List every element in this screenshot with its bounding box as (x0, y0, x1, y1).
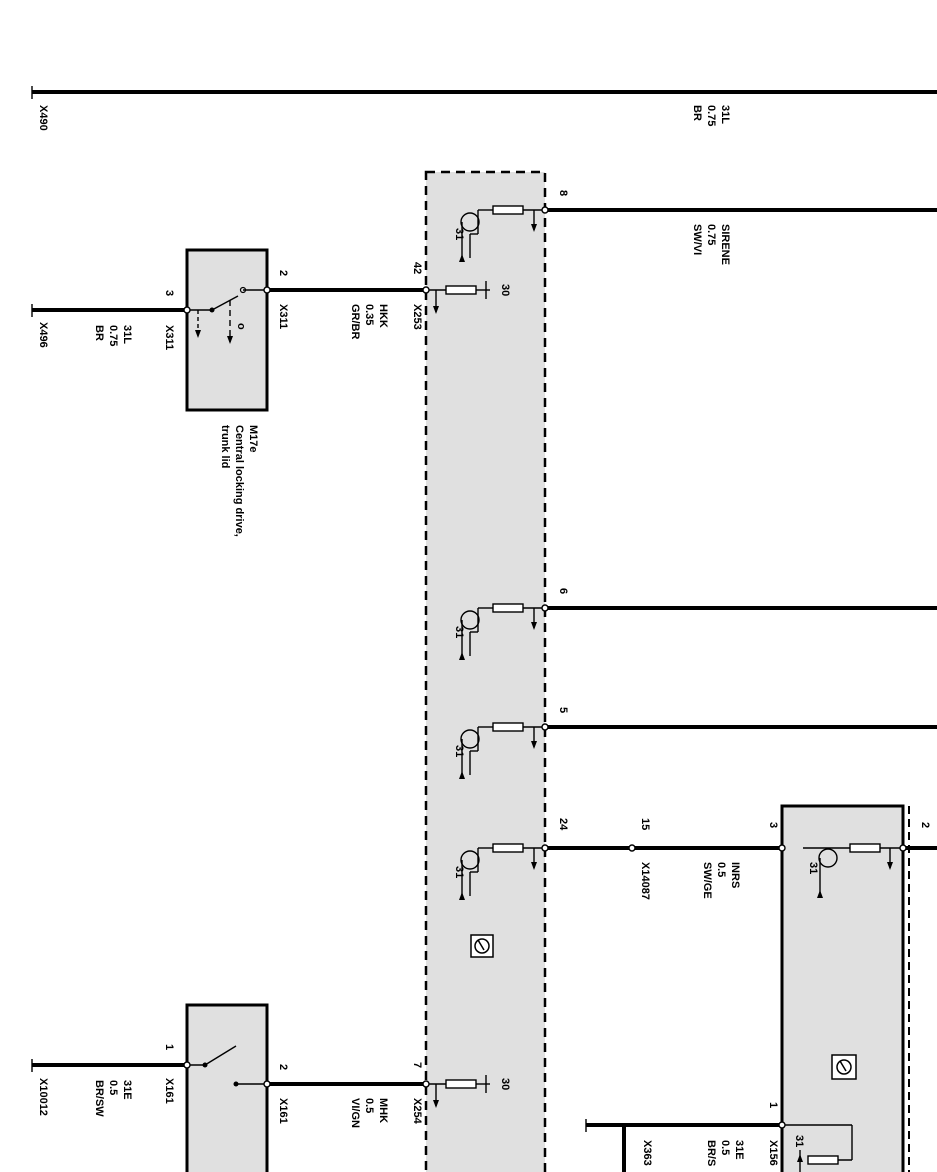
left-conn: X311 (163, 325, 175, 350)
left-wire-size: 0.75 (107, 325, 119, 346)
out6-pin: 6 (557, 588, 569, 594)
top-wire-size: 0.75 (705, 105, 717, 126)
mhk-pullup (426, 1075, 490, 1108)
mhk-pin: 7 (411, 1062, 423, 1068)
inrs-conn: X14087 (639, 862, 651, 900)
bottom-conn-gnd: X161 (163, 1078, 175, 1104)
m17e-desc-2: trunk lid (219, 425, 231, 468)
right-pin-out: 2 (919, 822, 931, 828)
right-ground-wire (585, 1119, 782, 1172)
right-conn: X156 (767, 1140, 779, 1166)
left-ground-id: X496 (37, 322, 49, 348)
sirene-signal: SIRENE (719, 224, 731, 265)
bottom-ground-id: X10012 (37, 1078, 49, 1116)
out5-gnd: 31 (453, 745, 465, 757)
m17e-component: o (31, 248, 426, 412)
control-unit-housing (424, 170, 547, 1172)
hkk-signal: HKK (377, 304, 389, 328)
inrs-size: 0.5 (715, 862, 727, 877)
left-pin-3: 3 (163, 290, 175, 296)
sirene-color: SW/VI (691, 224, 703, 255)
output-stage-8 (459, 205, 937, 262)
inrs-signal: INRS (729, 862, 741, 888)
inrs-pin-15: 15 (639, 818, 651, 830)
mhk-signal: MHK (377, 1098, 389, 1123)
out5-pin: 5 (557, 707, 569, 713)
inrs-pin-24: 24 (557, 818, 569, 831)
right-conn-2: X363 (641, 1140, 653, 1166)
bottom-pin-2: 2 (277, 1064, 289, 1070)
hkk-term: 30 (499, 284, 511, 296)
inrs-color: SW/GE (701, 862, 713, 899)
right-gnd-bottom: 31 (793, 1135, 805, 1147)
m17e-switch-pos: o (235, 323, 247, 330)
bottom-wire-color: BR/SW (93, 1080, 105, 1117)
sirene-gnd: 31 (453, 228, 465, 240)
bottom-switch-component (31, 1003, 426, 1172)
left-wire-signal: 31L (121, 325, 133, 344)
top-ground-bus: X490 31L 0.75 BR (31, 86, 937, 131)
m17e-desc-1: Central locking drive, (233, 425, 245, 537)
bottom-wire-signal: 31E (121, 1080, 133, 1100)
bottom-pin-1: 1 (163, 1044, 175, 1050)
right-wire-size: 0.5 (719, 1140, 731, 1155)
control-unit-symbol (470, 934, 494, 958)
mhk-term: 30 (499, 1078, 511, 1090)
output-stage-5 (459, 722, 937, 779)
mhk-color: VI/GN (349, 1098, 361, 1128)
m17e-title: M17e (247, 425, 259, 453)
mhk-size: 0.5 (363, 1098, 375, 1113)
top-wire-color: BR (691, 105, 703, 121)
m17e-pin-2: 2 (277, 270, 289, 276)
top-ground-id: X490 (37, 105, 49, 131)
right-pin-in: 3 (767, 822, 779, 828)
left-wire-color: BR (93, 325, 105, 341)
right-module (780, 804, 937, 1172)
right-pin-bottom: 1 (767, 1102, 779, 1108)
mhk-conn: X254 (411, 1098, 423, 1125)
pin-connectors (183, 206, 907, 1129)
output-stage-6 (459, 603, 937, 660)
bottom-conn-out: X161 (277, 1098, 289, 1124)
sirene-size: 0.75 (705, 224, 717, 245)
out6-gnd: 31 (453, 626, 465, 638)
inrs-gnd: 31 (453, 866, 465, 878)
m17e-conn: X311 (277, 304, 289, 329)
right-wire-color: BR/S (705, 1140, 717, 1166)
right-gnd: 31 (807, 862, 819, 874)
hkk-conn: X253 (411, 304, 423, 330)
sirene-pin: 8 (557, 190, 569, 196)
top-wire-signal: 31L (719, 105, 731, 124)
hkk-pin: 42 (411, 262, 423, 274)
bottom-wire-size: 0.5 (107, 1080, 119, 1095)
hkk-size: 0.35 (363, 304, 375, 325)
right-wire-signal: 31E (733, 1140, 745, 1160)
hkk-color: GR/BR (349, 304, 361, 340)
